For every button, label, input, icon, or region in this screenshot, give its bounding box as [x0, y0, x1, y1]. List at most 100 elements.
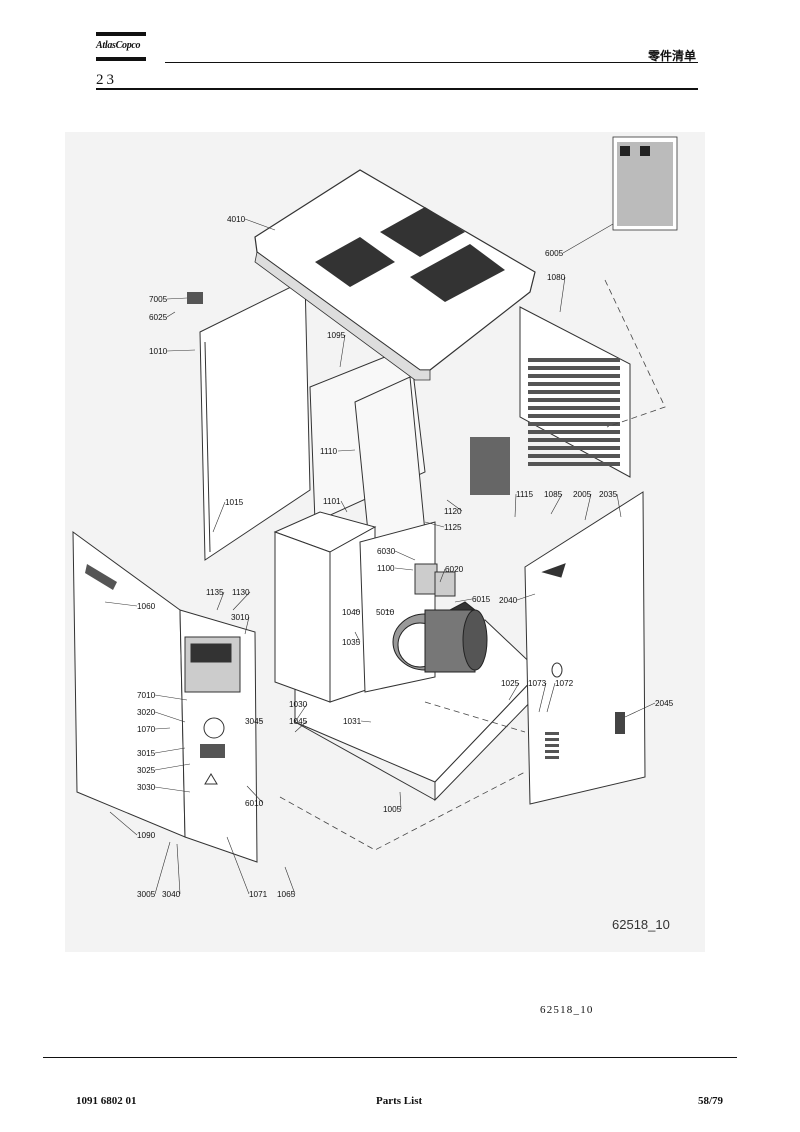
leader-3005: [154, 841, 171, 895]
motor-6015: [392, 601, 488, 673]
callout-1100: 1100: [377, 564, 395, 573]
leader-1010: [166, 349, 196, 352]
header-title: 零件清单: [647, 49, 696, 63]
callout-3020: 3020: [137, 708, 156, 717]
leader-3010: [244, 616, 250, 635]
leader-1090: [109, 811, 138, 836]
callout-3015: 3015: [137, 749, 156, 758]
callout-1015: 1015: [225, 498, 244, 507]
callout-6005: 6005: [545, 249, 564, 258]
leader-6015: [454, 598, 473, 603]
leader-1120: [446, 499, 463, 512]
leader-1015: [212, 501, 226, 533]
leader-1065: [284, 866, 296, 895]
logo-top-bar: [96, 32, 146, 36]
callout-1125: 1125: [444, 523, 462, 532]
leader-3045: [259, 719, 264, 722]
leader-6025: [166, 311, 176, 318]
callout-1031: 1031: [343, 717, 362, 726]
leader-1100: [394, 567, 414, 571]
atlas-copco-logo: AtlasCopco: [96, 32, 148, 62]
footer-doc-number: 1091 6802 01: [76, 1095, 137, 1107]
callout-1110: 1110: [320, 447, 337, 456]
leader-1073: [538, 682, 547, 713]
callout-4010: 4010: [227, 215, 246, 224]
leader-1130: [232, 591, 251, 611]
leader-7005: [166, 297, 188, 300]
leader-1031: [360, 720, 372, 723]
callout-1115: 1115: [516, 490, 533, 499]
callout-6025: 6025: [149, 313, 168, 322]
leader-3025: [154, 763, 191, 771]
leader-2035: [616, 493, 622, 518]
callout-3040: 3040: [162, 890, 181, 899]
callout-1060: 1060: [137, 602, 156, 611]
logo-bottom-bar: [96, 57, 146, 61]
leader-1071: [226, 836, 250, 895]
callout-1010: 1010: [149, 347, 168, 356]
callout-1135: 1135: [206, 588, 224, 597]
front-panel-3010: [179, 609, 258, 863]
callout-2040: 2040: [499, 596, 518, 605]
leader-3030: [154, 786, 191, 793]
leader-2040: [516, 593, 536, 601]
electrical-cabinet: [273, 511, 436, 703]
figure-caption: 62518_10: [540, 1004, 594, 1016]
leader-2005: [584, 493, 592, 521]
header-rule-thick: [96, 88, 698, 90]
leader-1072: [546, 682, 556, 713]
callout-1073: 1073: [528, 679, 547, 688]
roof-4010: [254, 169, 536, 381]
callout-1095: 1095: [327, 331, 346, 340]
callout-1030: 1030: [289, 700, 308, 709]
callout-7005: 7005: [149, 295, 168, 304]
callout-1101: 1101: [323, 497, 341, 506]
logo-text: AtlasCopco: [96, 40, 141, 51]
callout-leaders: [104, 218, 656, 895]
leader-1045: [294, 720, 308, 733]
callout-5010: 5010: [376, 608, 395, 617]
callout-3025: 3025: [137, 766, 156, 775]
label-7005: [187, 292, 203, 304]
section-number: 23: [96, 72, 117, 88]
exploded-view-drawing: 4010 6005 1080 7005 6025 1010 1095 1110 1015 1101…: [65, 132, 705, 952]
callout-6020: 6020: [445, 565, 464, 574]
leader-1040: [354, 609, 361, 613]
leader-1095: [339, 334, 346, 368]
leader-7010: [154, 694, 188, 701]
leader-3020: [154, 711, 186, 723]
callout-1090: 1090: [137, 831, 156, 840]
callout-1005: 1005: [383, 805, 402, 814]
exploded-view-figure: 4010 6005 1080 7005 6025 1010 1095 1110 1015 1101…: [65, 132, 705, 952]
leader-2045: [624, 702, 656, 718]
leader-1005: [399, 791, 402, 810]
leader-1110: [337, 449, 356, 452]
callout-2035: 2035: [599, 490, 618, 499]
callout-3030: 3030: [137, 783, 156, 792]
side-panel-1010: [199, 279, 311, 561]
leader-3015: [154, 747, 186, 754]
label-sheet-6005: [612, 136, 678, 231]
callout-1072: 1072: [555, 679, 574, 688]
callout-3045: 3045: [245, 717, 264, 726]
leader-1080: [559, 276, 566, 313]
leader-1060: [104, 601, 138, 607]
leader-1070: [154, 727, 171, 730]
leader-6010: [246, 785, 264, 804]
callout-1035: 1035: [342, 638, 361, 647]
callout-1065: 1065: [277, 890, 296, 899]
leader-1101: [340, 500, 348, 513]
leader-6020: [439, 568, 446, 583]
leader-6005: [562, 223, 614, 254]
leader-1115: [514, 493, 517, 518]
callout-6015: 6015: [472, 595, 491, 604]
rear-panel-1080: [470, 306, 631, 495]
callout-1080: 1080: [547, 273, 566, 282]
callout-1040: 1040: [342, 608, 361, 617]
footer-title: Parts List: [376, 1095, 423, 1107]
callout-3005: 3005: [137, 890, 156, 899]
leader-1030: [294, 703, 308, 723]
header-rule-thin: [165, 62, 698, 63]
callout-3010: 3010: [231, 613, 250, 622]
callout-2045: 2045: [655, 699, 674, 708]
